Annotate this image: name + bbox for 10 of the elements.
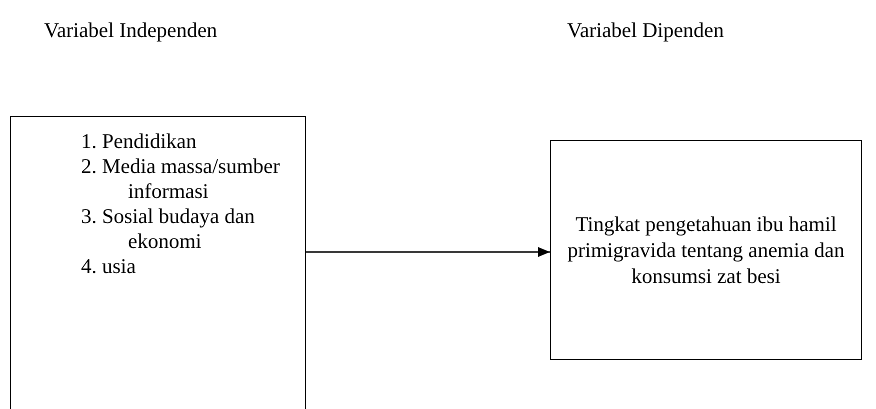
arrow — [306, 247, 550, 257]
list-item: 1. Pendidikan — [81, 129, 198, 154]
list-item: 2. Media massa/sumber informasi — [81, 154, 281, 204]
list-item: 4. usia — [81, 254, 137, 279]
variable-list-box — [10, 116, 306, 409]
variable-box — [550, 140, 862, 360]
list-item: 3. Sosial budaya dan ekonomi — [81, 204, 256, 254]
box-text: Tingkat pengetahuan ibu hamil primigravida tentang anemia dan konsumsi zat besi — [566, 211, 846, 289]
column-heading: Variabel Dipenden — [567, 18, 724, 43]
column-heading: Variabel Independen — [44, 18, 218, 43]
